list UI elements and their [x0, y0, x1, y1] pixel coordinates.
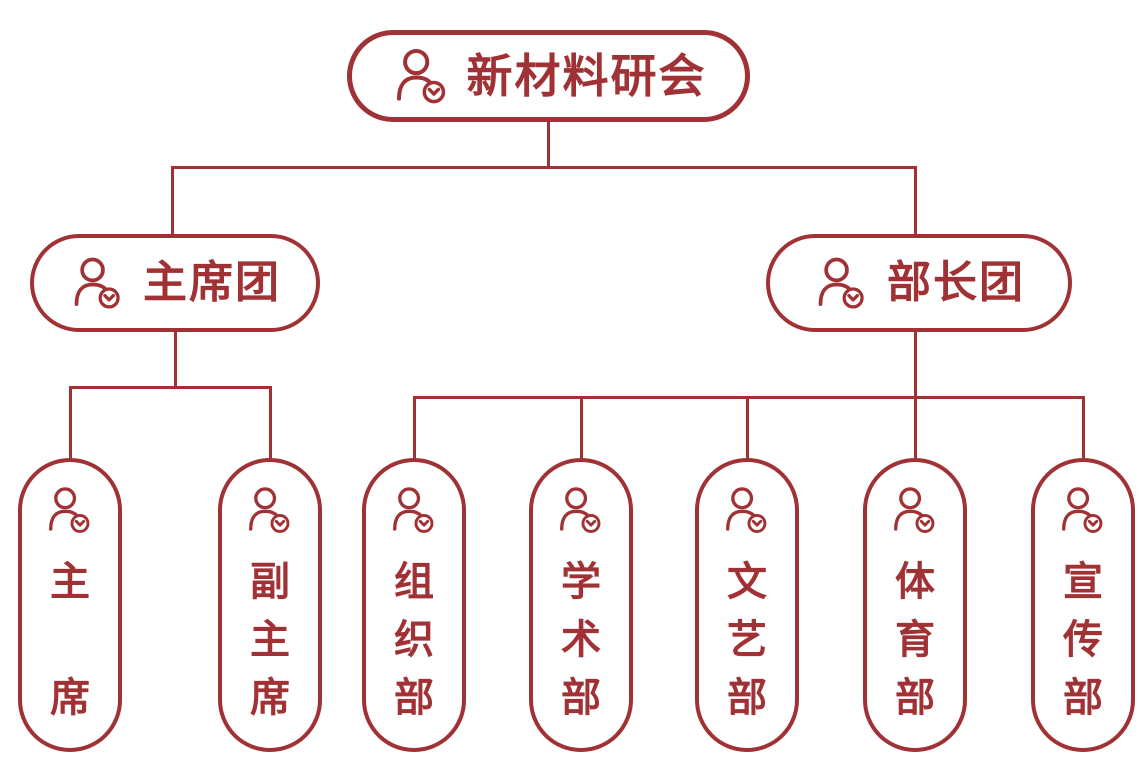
node-label-char: 席: [50, 676, 90, 720]
connector-line: [1081, 396, 1085, 460]
person-verified-icon: [69, 254, 127, 312]
person-verified-icon: [388, 484, 440, 536]
leaf-sports-dept[interactable]: 体育部: [863, 458, 967, 752]
node-label-char: 术: [561, 618, 601, 662]
node-label-char: 部: [394, 676, 434, 720]
node-label-char: 主: [50, 560, 90, 604]
connector-line: [268, 386, 272, 460]
connector-line: [173, 330, 177, 389]
node-label-char: 宣: [1063, 560, 1103, 604]
node-label-char: 席: [250, 676, 290, 720]
node-ministers[interactable]: 部长团: [766, 234, 1072, 332]
node-label-char: 部: [1063, 676, 1103, 720]
node-label-char: 主: [250, 618, 290, 662]
node-label-char: 体: [895, 560, 935, 604]
connector-line: [913, 166, 917, 234]
connector-line: [170, 166, 174, 234]
node-presidium-label: 主席团: [143, 258, 281, 307]
connector-line: [414, 396, 1083, 399]
leaf-publicity-dept-label: 宣传部: [1063, 562, 1103, 718]
connector-line: [70, 386, 270, 389]
node-root-label: 新材料研会: [466, 50, 707, 102]
connector-line: [913, 396, 917, 460]
node-root[interactable]: 新材料研会: [347, 30, 750, 122]
connector-line: [68, 386, 72, 460]
connector-line: [412, 396, 416, 460]
node-label-char: 副: [250, 560, 290, 604]
person-verified-icon: [813, 254, 871, 312]
node-label-char: 育: [895, 618, 935, 662]
node-label-char: 传: [1063, 618, 1103, 662]
person-verified-icon: [391, 45, 453, 107]
leaf-sports-dept-label: 体育部: [895, 562, 935, 718]
connector-line: [172, 166, 916, 169]
node-label-char: 艺: [727, 618, 767, 662]
connector-line: [579, 396, 583, 460]
leaf-arts-dept[interactable]: 文艺部: [695, 458, 799, 752]
person-verified-icon: [1057, 484, 1109, 536]
node-label-char: 学: [561, 560, 601, 604]
person-verified-icon: [889, 484, 941, 536]
node-label-char: 部: [561, 676, 601, 720]
node-label-char: 部: [727, 676, 767, 720]
node-label-char: 组: [394, 560, 434, 604]
person-verified-icon: [44, 484, 96, 536]
leaf-chairman[interactable]: 主席: [18, 458, 122, 752]
node-ministers-label: 部长团: [887, 258, 1025, 307]
node-label-char: 文: [727, 560, 767, 604]
leaf-vice-chairman-label: 副主席: [250, 562, 290, 718]
person-verified-icon: [244, 484, 296, 536]
node-label-char: 织: [394, 618, 434, 662]
leaf-organization-dept-label: 组织部: [394, 562, 434, 718]
leaf-chairman-label: 主席: [50, 562, 90, 718]
leaf-academic-dept[interactable]: 学术部: [529, 458, 633, 752]
person-verified-icon: [555, 484, 607, 536]
leaf-vice-chairman[interactable]: 副主席: [218, 458, 322, 752]
leaf-publicity-dept[interactable]: 宣传部: [1031, 458, 1135, 752]
connector-line: [913, 330, 917, 399]
connector-line: [745, 396, 749, 460]
leaf-organization-dept[interactable]: 组织部: [362, 458, 466, 752]
leaf-arts-dept-label: 文艺部: [727, 562, 767, 718]
node-label-char: 部: [895, 676, 935, 720]
person-verified-icon: [721, 484, 773, 536]
node-presidium[interactable]: 主席团: [30, 234, 320, 332]
leaf-academic-dept-label: 学术部: [561, 562, 601, 718]
connector-line: [546, 120, 550, 169]
